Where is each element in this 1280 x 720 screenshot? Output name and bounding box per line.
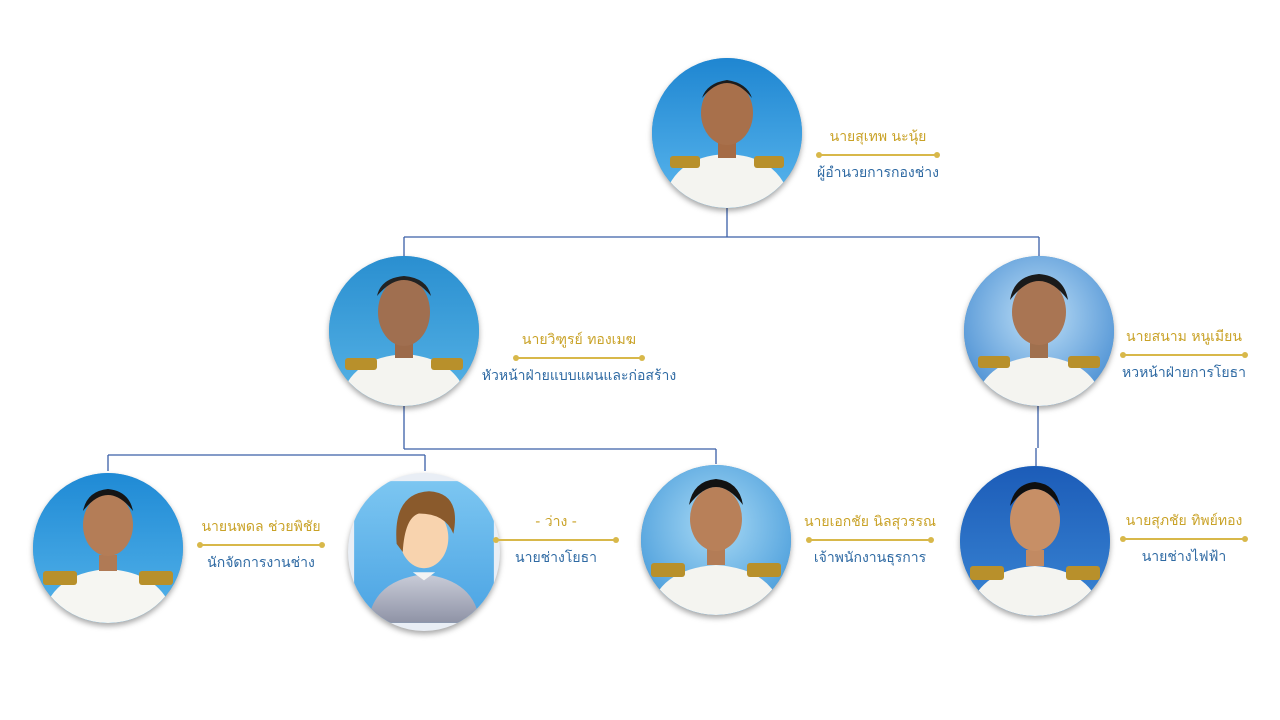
vacant-label: - ว่าง - นายช่างโยธา — [493, 511, 619, 569]
person-name: นายวิฑูรย์ ทองเมฆ — [521, 332, 637, 348]
name-divider — [806, 537, 934, 543]
person-name: นายสนาม หนูเมียน — [1126, 329, 1242, 345]
person-title: ผู้อำนวยการกองช่าง — [817, 165, 939, 181]
person-name: - ว่าง - — [535, 514, 577, 530]
name-divider — [513, 355, 645, 361]
vacant-photo — [348, 473, 500, 631]
person-photo-icon — [964, 256, 1114, 406]
person-photo-icon — [33, 473, 183, 623]
name-divider — [493, 537, 619, 543]
person-photo-icon — [652, 58, 802, 208]
person-photo-icon — [329, 256, 479, 406]
person-name: นายเอกชัย นิลสุวรรณ — [803, 514, 937, 530]
placeholder-avatar-icon — [354, 481, 494, 623]
technician-label: นายนพดล ช่วยพิชัย นักจัดการงานช่าง — [190, 516, 332, 574]
electrician-photo — [960, 466, 1110, 616]
person-title: หวหน้าฝ่ายการโยธา — [1121, 365, 1246, 381]
name-divider — [816, 152, 940, 158]
name-divider — [197, 542, 325, 548]
clerk-photo — [641, 465, 791, 615]
person-title: เจ้าพนักงานธุรการ — [813, 550, 927, 566]
director-photo — [652, 58, 802, 208]
electrician-label: นายสุภชัย ทิพย์ทอง นายช่างไฟฟ้า — [1114, 510, 1254, 568]
person-title: นายช่างไฟฟ้า — [1141, 549, 1227, 565]
works-head-label: นายสนาม หนูเมียน หวหน้าฝ่ายการโยธา — [1116, 326, 1252, 384]
person-title: นักจัดการงานช่าง — [207, 555, 315, 571]
name-divider — [1120, 536, 1248, 542]
technician-photo — [33, 473, 183, 623]
name-divider — [1120, 352, 1248, 358]
clerk-label: นายเอกชัย นิลสุวรรณ เจ้าพนักงานธุรการ — [795, 511, 945, 569]
person-photo-icon — [960, 466, 1110, 616]
person-title: หัวหน้าฝ่ายแบบแผนและก่อสร้าง — [481, 368, 677, 384]
person-title: นายช่างโยธา — [515, 550, 597, 566]
design-head-photo — [329, 256, 479, 406]
works-head-photo — [964, 256, 1114, 406]
person-name: นายสุเทพ นะนุ้ย — [829, 129, 927, 145]
person-photo-icon — [641, 465, 791, 615]
person-name: นายนพดล ช่วยพิชัย — [201, 519, 321, 535]
person-name: นายสุภชัย ทิพย์ทอง — [1125, 513, 1243, 529]
director-label: นายสุเทพ นะนุ้ย ผู้อำนวยการกองช่าง — [808, 126, 948, 184]
design-head-label: นายวิฑูรย์ ทองเมฆ หัวหน้าฝ่ายแบบแผนและก่… — [474, 329, 684, 387]
